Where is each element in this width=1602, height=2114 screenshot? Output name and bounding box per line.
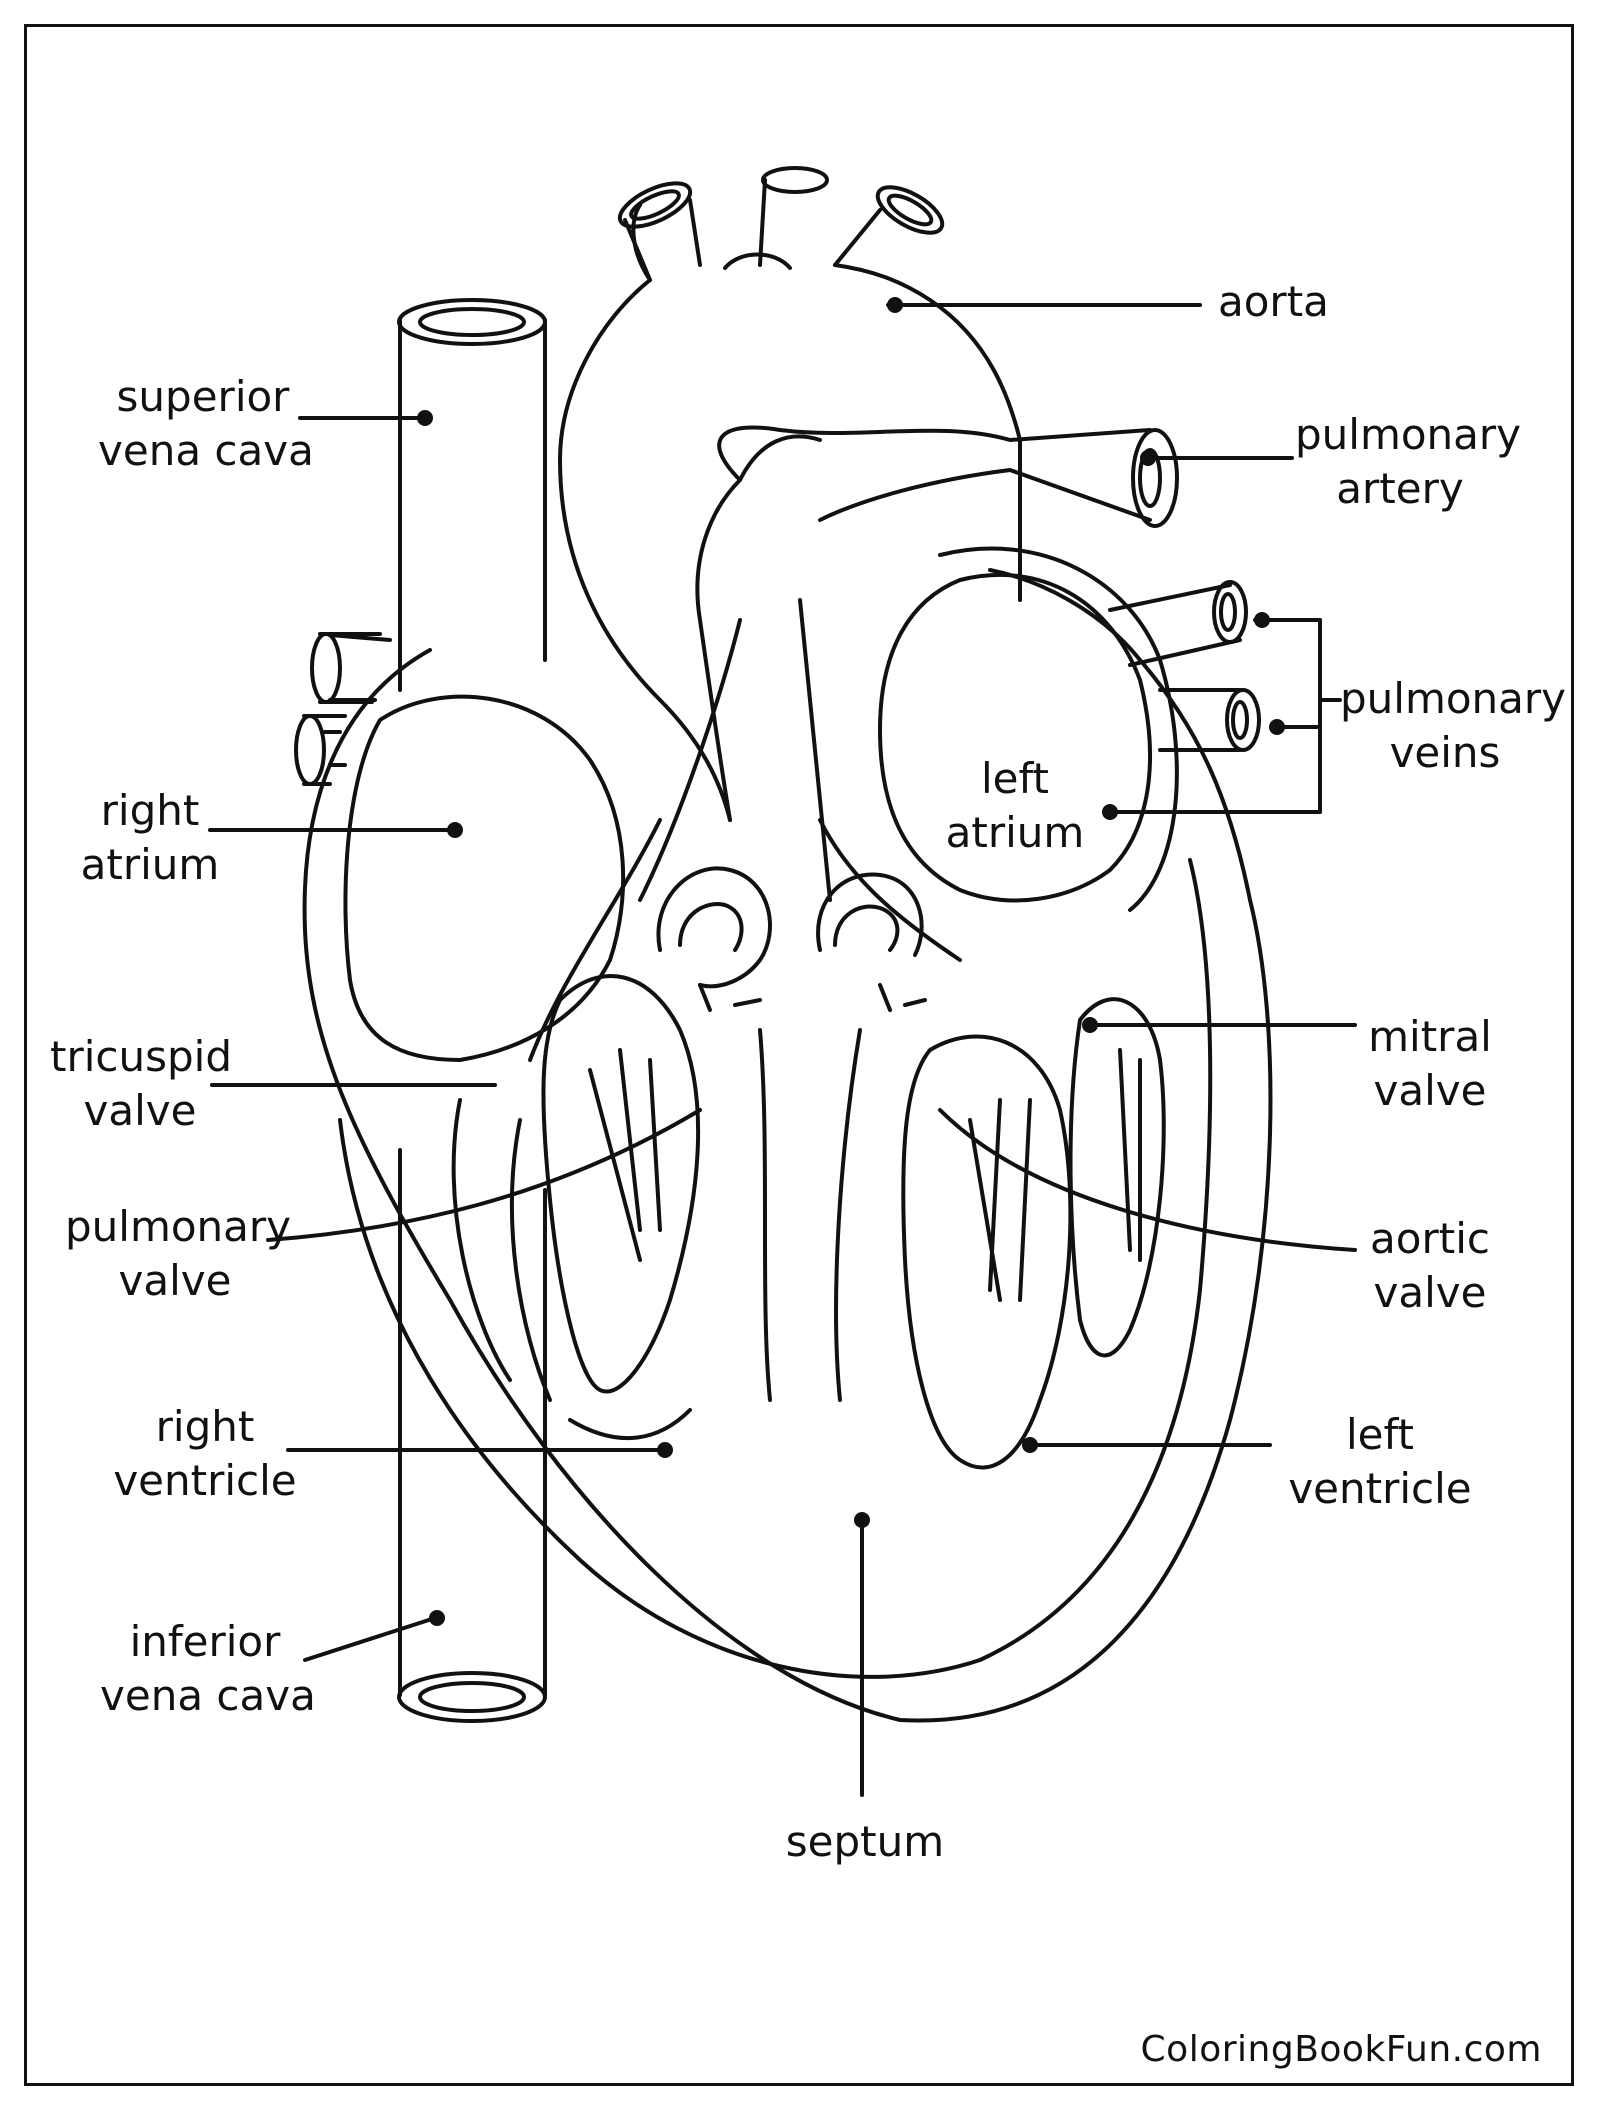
pulmonary-valve-shape [656, 866, 772, 989]
leader-lines [208, 303, 1357, 1797]
aorta-arch [558, 203, 732, 822]
left-ventricle-chamber [901, 1034, 1073, 1470]
right-ventricle-chamber [541, 974, 701, 1394]
label-left-ventricle: left ventricle [1288, 1410, 1472, 1513]
pulmonary-vein-bottom [1158, 688, 1242, 752]
heart-inner-wall [338, 858, 1213, 1679]
aortic-valve-shape [816, 872, 924, 957]
pulmonary-artery-tube [717, 425, 1152, 522]
label-superior-vena-cava: superior vena cava [98, 372, 314, 475]
left-atrium-chamber [878, 572, 1152, 903]
label-mitral-valve: mitral valve [1368, 1012, 1492, 1115]
pulmonary-vein-top [1108, 583, 1242, 667]
label-inferior-vena-cava: inferior vena cava [100, 1617, 316, 1720]
label-right-ventricle: right ventricle [113, 1402, 297, 1505]
heart-outline [302, 568, 1273, 1723]
page-border [24, 24, 1574, 2086]
label-pulmonary-artery: pulmonary artery [1295, 410, 1522, 513]
label-pulmonary-valve: pulmonary valve [65, 1202, 292, 1305]
svc-opening-outer [397, 298, 547, 346]
inferior-vena-cava-tube [398, 1148, 547, 1697]
footer-site-name: ColoringBookFun.com [1140, 2029, 1542, 2070]
label-aorta: aorta [1218, 277, 1329, 326]
leader-dots [417, 297, 1285, 1626]
label-pulmonary-veins: pulmonary veins [1340, 674, 1567, 777]
septum-wall [638, 598, 862, 1402]
label-right-atrium: right atrium [80, 786, 220, 889]
svc-opening-inner [418, 307, 526, 337]
superior-vena-cava-tube [398, 318, 547, 692]
label-aortic-valve: aortic valve [1370, 1214, 1490, 1317]
label-tricuspid-valve: tricuspid valve [50, 1032, 232, 1135]
ivc-opening-outer [397, 1671, 547, 1723]
label-septum: septum [785, 1817, 945, 1866]
right-atrium-chamber [343, 694, 626, 1062]
ivc-opening-inner [418, 1681, 526, 1713]
label-left-atrium: left atrium [945, 754, 1085, 857]
